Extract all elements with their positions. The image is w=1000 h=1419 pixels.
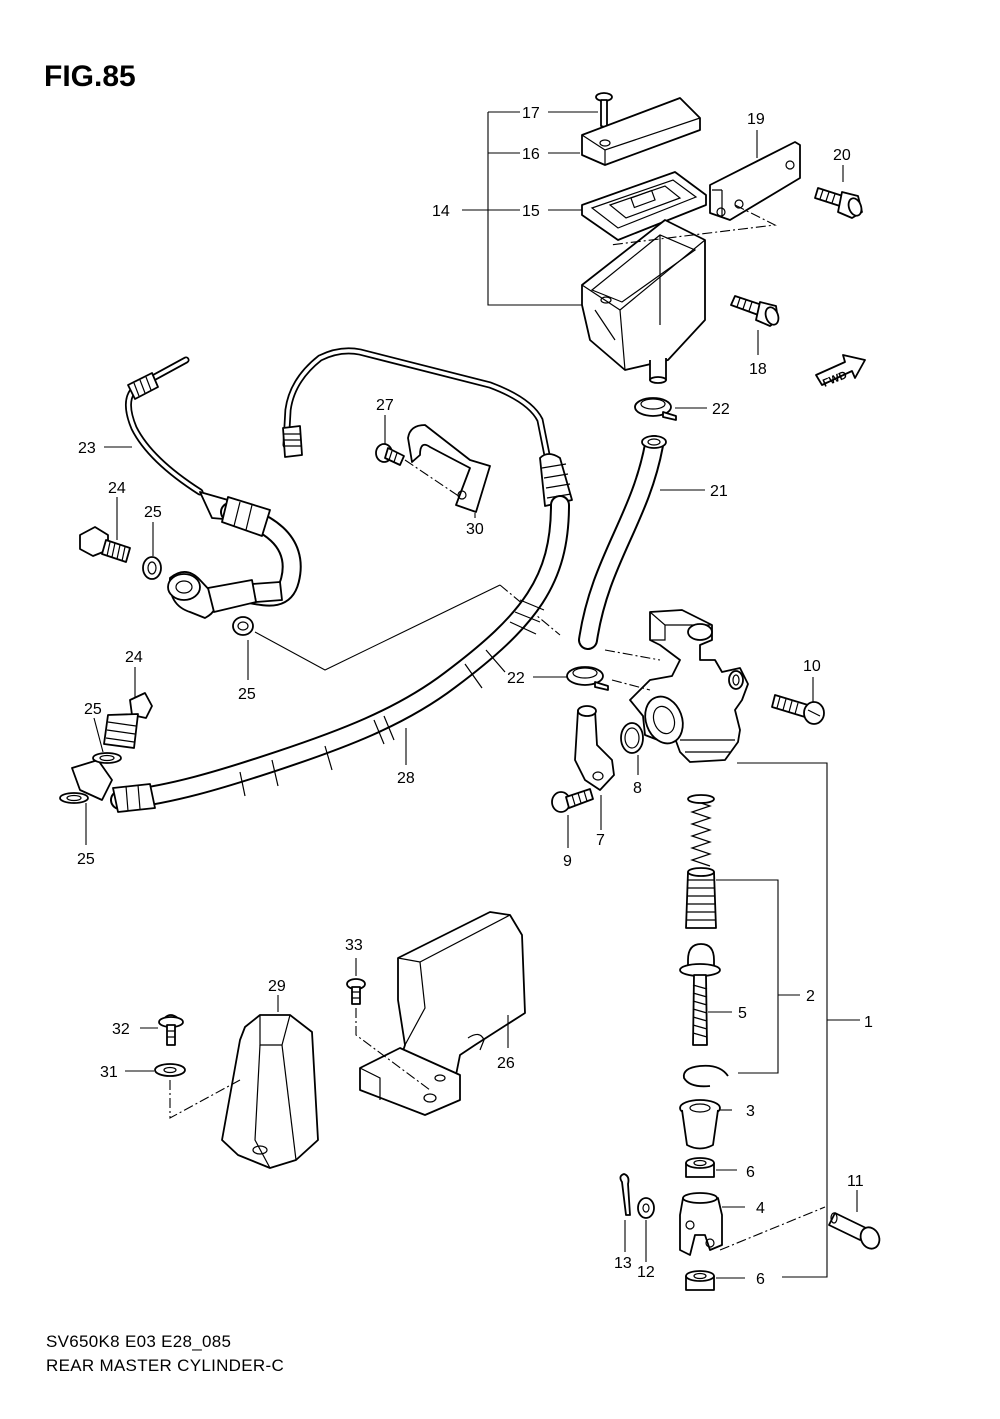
callout-14: 14 — [432, 203, 450, 220]
callout-22-lower: 22 — [507, 670, 525, 687]
callout-labels: 17 16 14 15 19 20 18 22 21 27 30 23 24 2… — [77, 105, 873, 1288]
callout-17: 17 — [522, 105, 540, 122]
cotter-pin-13 — [619, 1173, 631, 1252]
reservoir-body — [581, 219, 706, 384]
brake-hose-23 — [104, 356, 302, 619]
washer-25-lower-b — [59, 792, 89, 845]
callout-33: 33 — [345, 937, 363, 954]
callout-6-lower: 6 — [756, 1271, 765, 1288]
callout-20: 20 — [833, 147, 851, 164]
callout-23: 23 — [78, 440, 96, 457]
callout-8: 8 — [633, 780, 642, 797]
guard-29 — [221, 995, 319, 1169]
inlet-fitting-7 — [574, 705, 615, 830]
boot-3 — [679, 1099, 732, 1150]
callout-31: 31 — [100, 1064, 118, 1081]
callout-3: 3 — [746, 1103, 755, 1120]
callout-25-b: 25 — [238, 686, 256, 703]
screw-17 — [595, 92, 613, 129]
return-spring — [687, 794, 715, 867]
bolt-18 — [730, 295, 780, 355]
bolt-32 — [140, 1014, 184, 1046]
nut-6-upper — [685, 1157, 737, 1178]
clevis-pin-11 — [828, 1190, 881, 1250]
o-ring-8 — [620, 722, 644, 775]
hose-clamp-22-lower — [533, 666, 609, 691]
push-rod-5 — [679, 943, 732, 1046]
callout-24-lower: 24 — [125, 649, 143, 666]
brake-line-28 — [71, 347, 573, 813]
bolt-10 — [771, 677, 825, 725]
washer-25-mid — [232, 584, 561, 680]
callout-1: 1 — [864, 1014, 873, 1031]
callout-25-a: 25 — [144, 504, 162, 521]
callout-32: 32 — [112, 1021, 130, 1038]
callout-29: 29 — [268, 978, 286, 995]
reservoir-hose-21 — [578, 435, 705, 650]
callout-18: 18 — [749, 361, 767, 378]
callout-9: 9 — [563, 853, 572, 870]
banjo-bolt-24-lower — [103, 667, 153, 749]
reservoir-assembly — [462, 92, 863, 384]
washer-25-upper — [142, 522, 162, 580]
callout-16: 16 — [522, 146, 540, 163]
master-cylinder-body — [604, 609, 860, 1278]
diaphragm-15 — [581, 171, 707, 241]
washer-31 — [125, 1063, 241, 1119]
washer-25-lower-a — [92, 717, 122, 764]
callout-27: 27 — [376, 397, 394, 414]
callout-7: 7 — [596, 832, 605, 849]
callout-10: 10 — [803, 658, 821, 675]
callout-4: 4 — [756, 1200, 765, 1217]
diagram-caption: REAR MASTER CYLINDER-C — [46, 1356, 285, 1375]
nut-6-lower — [685, 1270, 745, 1291]
callout-11: 11 — [847, 1173, 864, 1190]
screw-9 — [551, 788, 594, 848]
callout-25-c: 25 — [84, 701, 102, 718]
callout-13: 13 — [614, 1255, 632, 1272]
callout-12: 12 — [637, 1264, 655, 1281]
callout-5: 5 — [738, 1005, 747, 1022]
callout-26: 26 — [497, 1055, 515, 1072]
callout-22-upper: 22 — [712, 401, 730, 418]
callout-6-upper: 6 — [746, 1164, 755, 1181]
hose-clamp-30 — [404, 424, 491, 518]
circlip — [682, 1064, 729, 1088]
callout-30: 30 — [466, 521, 484, 538]
screw-33 — [346, 958, 431, 1091]
hose-clamp-22-upper — [634, 397, 707, 421]
callout-28: 28 — [397, 770, 415, 787]
clevis-4 — [679, 1192, 826, 1256]
model-code: SV650K8 E03 E28_085 — [46, 1332, 232, 1351]
callout-19: 19 — [747, 111, 765, 128]
banjo-bolt-24-upper — [79, 497, 131, 563]
fwd-arrow-icon: FWD — [815, 354, 866, 390]
callout-24-upper: 24 — [108, 480, 126, 497]
bolt-20 — [814, 165, 863, 219]
callout-21: 21 — [710, 483, 728, 500]
washer-12 — [637, 1197, 655, 1262]
figure-title: FIG.85 — [44, 60, 136, 93]
bracket-19 — [609, 130, 801, 246]
callout-2: 2 — [806, 988, 815, 1005]
screw-27 — [375, 415, 405, 466]
reservoir-cap-16 — [581, 97, 701, 166]
callout-15: 15 — [522, 203, 540, 220]
callout-25-d: 25 — [77, 851, 95, 868]
piston-2 — [685, 867, 800, 1074]
cover-26 — [359, 911, 526, 1116]
